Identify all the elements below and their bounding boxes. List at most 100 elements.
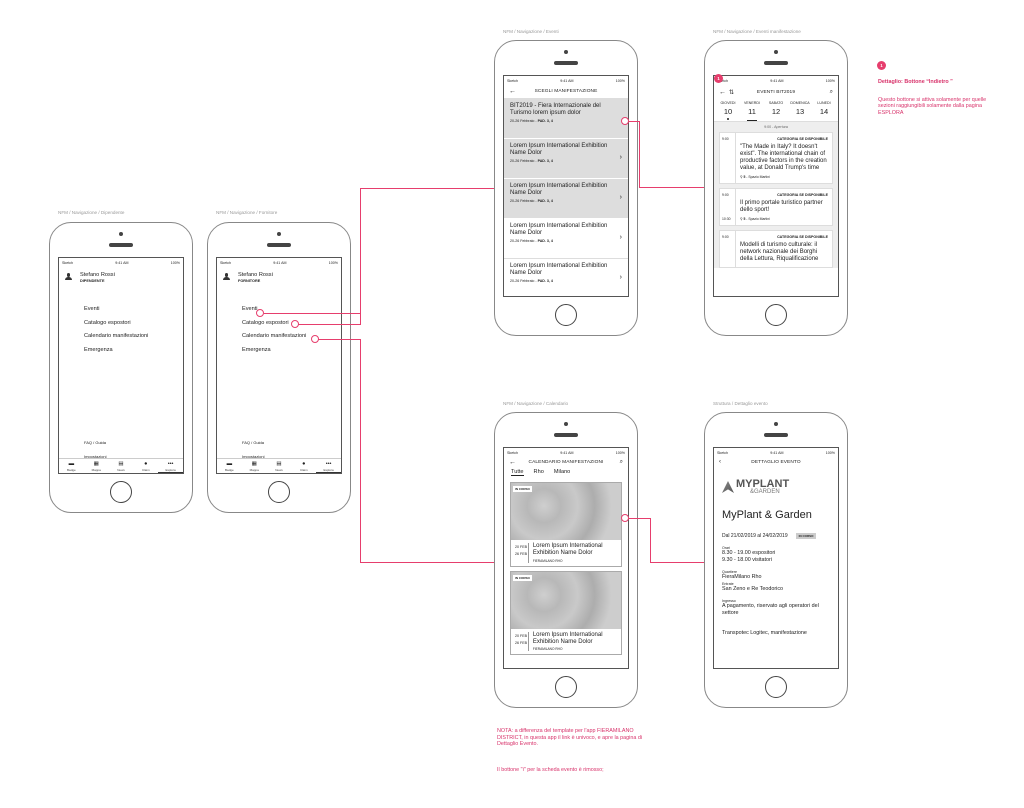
back-arrow-icon[interactable]: ← <box>509 88 516 95</box>
badge-icon: ▬ <box>226 461 233 467</box>
tab-badge[interactable]: ▬Badge <box>217 459 242 473</box>
schedule-list: 9:00 - Apertura 9:00 CATEGORIA SE DISPON… <box>714 122 838 268</box>
leaf-icon <box>722 481 734 493</box>
link-marker <box>291 320 299 328</box>
claim-icon: ● <box>144 461 148 467</box>
tab-claim[interactable]: ●Claim <box>291 459 316 473</box>
speaker <box>554 61 578 65</box>
entrate-value: San Zeno e Re Teodorico <box>722 585 784 592</box>
profile[interactable]: Stefano Rossi FORNITORE <box>217 267 341 288</box>
event-row[interactable]: BIT2019 - Fiera Internazionale del Turis… <box>504 99 628 139</box>
menu-item-calendario[interactable]: Calendario manifestazioni <box>242 333 307 339</box>
event-category: CATEGORIA SE DISPONIBILE <box>777 137 828 141</box>
menu-item-catalogo[interactable]: Catalogo espostori <box>242 319 289 326</box>
home-button[interactable] <box>555 676 577 698</box>
tab-mappa[interactable]: ▦Mappa <box>84 459 109 473</box>
battery-label: 100% <box>328 260 338 265</box>
menu-item-emergenza[interactable]: Emergenza <box>84 346 113 353</box>
back-arrow-icon[interactable]: ← <box>509 458 516 466</box>
speaker <box>109 243 133 247</box>
connector-line <box>298 324 360 325</box>
exhibition-location: FIERAMILANO RHO <box>532 647 563 651</box>
home-button[interactable] <box>268 481 290 503</box>
chevron-left-icon[interactable]: ‹ <box>719 459 721 465</box>
annotation-title: Dettaglio: Bottone “Indietro ” <box>878 79 953 85</box>
menu-item-eventi[interactable]: Eventi <box>84 306 100 312</box>
filter-tabs: Tutte Rho Milano <box>504 467 628 478</box>
orari-value-2: 9.30 - 18.00 visitatori <box>722 556 773 563</box>
event-location: ⚲ 5 - Spazio Martini <box>740 175 770 179</box>
menu-item-emergenza[interactable]: Emergenza <box>242 346 271 353</box>
exhibition-name: Lorem Ipsum International Exhibition Nam… <box>532 631 603 645</box>
link-marker <box>311 335 319 343</box>
caption-dettaglio: Struttura / Dettaglio evento <box>713 401 768 406</box>
back-arrow-icon[interactable]: ← <box>719 88 726 96</box>
tab-rho[interactable]: Rho <box>533 469 544 475</box>
tab-label: Mappa <box>249 468 259 472</box>
search-icon[interactable]: ⌕ <box>829 88 833 95</box>
event-logo: MYPLANT &GARDEN <box>722 479 830 495</box>
user-icon <box>65 273 72 280</box>
main-menu: Eventi Catalogo espostori Calendario man… <box>59 306 183 360</box>
user-name: Stefano Rossi <box>238 272 273 278</box>
screen: Sketch 9:41 AM 100% ← ⇅ EVENTI BIT2019 ⌕… <box>713 75 839 297</box>
tab-bar: ▬Badge ▦Mappa ▤News ●Claim •••Esplora <box>59 458 183 473</box>
tab-news[interactable]: ▤News <box>267 459 292 473</box>
event-card[interactable]: 9:00 CATEGORIA SE DISPONIBILE "The Made … <box>719 132 833 184</box>
profile[interactable]: Stefano Rossi DIPENDENTE <box>59 267 183 288</box>
menu-item-calendario[interactable]: Calendario manifestazioni <box>84 333 149 339</box>
tab-esplora[interactable]: •••Esplora <box>158 459 183 473</box>
connector-line <box>628 121 639 122</box>
settings-link[interactable]: Impostazioni <box>84 454 107 459</box>
carrier-label: Sketch <box>507 450 518 455</box>
screen: Sketch 9:41 AM 100% Stefano Rossi FORNIT… <box>216 257 342 474</box>
event-row[interactable]: Lorem Ipsum International Exhibition Nam… <box>504 219 628 259</box>
event-row[interactable]: Lorem Ipsum International Exhibition Nam… <box>504 259 628 296</box>
annotation-text: Questo bottone si attiva solamente per q… <box>878 97 987 116</box>
search-icon[interactable]: ⌕ <box>619 458 623 465</box>
quartiere-value: FieraMilano Rho <box>722 574 762 580</box>
faq-link[interactable]: FAQ / Guida <box>84 440 107 445</box>
map-icon: ▦ <box>251 461 257 467</box>
home-button[interactable] <box>765 676 787 698</box>
home-button[interactable] <box>555 304 577 326</box>
tab-news[interactable]: ▤News <box>109 459 134 473</box>
menu-item-eventi[interactable]: Eventi <box>242 306 258 312</box>
carrier-label: Sketch <box>717 450 728 455</box>
nav-bar: ← ⇅ EVENTI BIT2019 ⌕ <box>714 85 838 99</box>
tab-milano[interactable]: Milano <box>553 469 571 475</box>
tab-tutte[interactable]: Tutte <box>511 469 524 476</box>
event-title: Lorem Ipsum International Exhibition Nam… <box>510 223 608 236</box>
user-icon <box>223 273 230 280</box>
claim-icon: ● <box>302 461 306 467</box>
tab-badge[interactable]: ▬Badge <box>59 459 84 473</box>
faq-link[interactable]: FAQ / Guida <box>242 440 265 445</box>
connector-line <box>650 518 651 562</box>
home-button[interactable] <box>110 481 132 503</box>
event-row[interactable]: Lorem Ipsum International Exhibition Nam… <box>504 139 628 179</box>
badge-icon: ▬ <box>68 461 75 467</box>
settings-link[interactable]: Impostazioni <box>242 454 265 459</box>
tab-mappa[interactable]: ▦Mappa <box>242 459 267 473</box>
menu-item-catalogo[interactable]: Catalogo espostori <box>84 319 131 326</box>
home-button[interactable] <box>765 304 787 326</box>
sort-icon[interactable]: ⇅ <box>729 89 735 96</box>
event-date: 20-26 Febbraio - PAD. 3, 4 <box>510 119 553 123</box>
tab-esplora[interactable]: •••Esplora <box>316 459 341 473</box>
event-card[interactable]: 9:00 CATEGORIA SE DISPONIBILE Modelli di… <box>719 230 833 268</box>
status-badge: IN CORSO <box>795 533 817 539</box>
event-title: BIT2019 - Fiera Internazionale del Turis… <box>510 103 601 116</box>
tab-claim[interactable]: ●Claim <box>133 459 158 473</box>
event-row[interactable]: Lorem Ipsum International Exhibition Nam… <box>504 179 628 219</box>
status-badge: IN CORSO <box>513 574 532 581</box>
